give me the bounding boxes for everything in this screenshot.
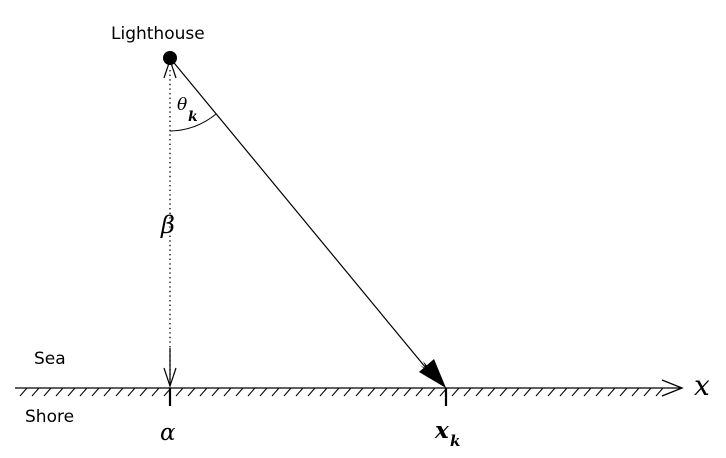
hatch-mark xyxy=(619,387,628,397)
beta-symbol: β xyxy=(160,211,175,239)
hatch-mark xyxy=(631,387,640,397)
hatch-mark xyxy=(427,387,436,397)
hatch-mark xyxy=(127,387,136,397)
shore-label: Shore xyxy=(25,407,74,427)
hatch-mark xyxy=(175,387,184,397)
hatch-mark xyxy=(31,387,40,397)
alpha-symbol: α xyxy=(160,420,176,446)
sea-label: Sea xyxy=(34,349,66,369)
hatch-mark xyxy=(403,387,412,397)
hatch-mark xyxy=(43,387,52,397)
hatch-mark xyxy=(571,387,580,397)
theta-angle-arc xyxy=(169,113,217,132)
hatch-mark xyxy=(583,387,592,397)
hatch-mark xyxy=(343,387,352,397)
hatch-mark xyxy=(607,387,616,397)
light-ray-arrowhead-solid xyxy=(419,359,446,388)
hatch-mark xyxy=(355,387,364,397)
x-axis-arrowhead xyxy=(661,379,684,397)
hatch-mark xyxy=(79,387,88,397)
hatch-mark xyxy=(67,387,76,397)
lighthouse-point xyxy=(163,51,177,65)
hatch-mark xyxy=(391,387,400,397)
hatch-mark xyxy=(271,387,280,397)
shore-hatching xyxy=(19,387,664,397)
hatch-mark xyxy=(319,387,328,397)
hatch-mark xyxy=(187,387,196,397)
hatch-mark xyxy=(475,387,484,397)
hatch-mark xyxy=(535,387,544,397)
theta-subscript: k xyxy=(188,109,198,125)
hatch-mark xyxy=(643,387,652,397)
hatch-mark xyxy=(211,387,220,397)
hatch-mark xyxy=(547,387,556,397)
hatch-mark xyxy=(259,387,268,397)
theta-symbol: θ xyxy=(177,95,187,115)
hatch-mark xyxy=(151,387,160,397)
xk-subscript: k xyxy=(450,432,460,450)
hatch-mark xyxy=(55,387,64,397)
hatch-mark xyxy=(451,387,460,397)
hatch-mark xyxy=(103,387,112,397)
hatch-mark xyxy=(223,387,232,397)
hatch-mark xyxy=(487,387,496,397)
hatch-mark xyxy=(283,387,292,397)
hatch-mark xyxy=(115,387,124,397)
hatch-mark xyxy=(499,387,508,397)
hatch-mark xyxy=(511,387,520,397)
hatch-mark xyxy=(331,387,340,397)
hatch-mark xyxy=(655,387,664,397)
light-ray xyxy=(169,57,427,369)
lighthouse-label: Lighthouse xyxy=(111,24,205,44)
x-axis-label: x xyxy=(694,369,710,402)
hatch-mark xyxy=(523,387,532,397)
hatch-mark xyxy=(19,387,28,397)
hatch-mark xyxy=(595,387,604,397)
hatch-mark xyxy=(415,387,424,397)
hatch-mark xyxy=(295,387,304,397)
hatch-mark xyxy=(379,387,388,397)
hatch-mark xyxy=(199,387,208,397)
xk-symbol: x xyxy=(434,417,449,444)
hatch-mark xyxy=(559,387,568,397)
hatch-mark xyxy=(247,387,256,397)
hatch-mark xyxy=(139,387,148,397)
hatch-mark xyxy=(463,387,472,397)
hatch-mark xyxy=(307,387,316,397)
hatch-mark xyxy=(367,387,376,397)
hatch-mark xyxy=(235,387,244,397)
hatch-mark xyxy=(91,387,100,397)
